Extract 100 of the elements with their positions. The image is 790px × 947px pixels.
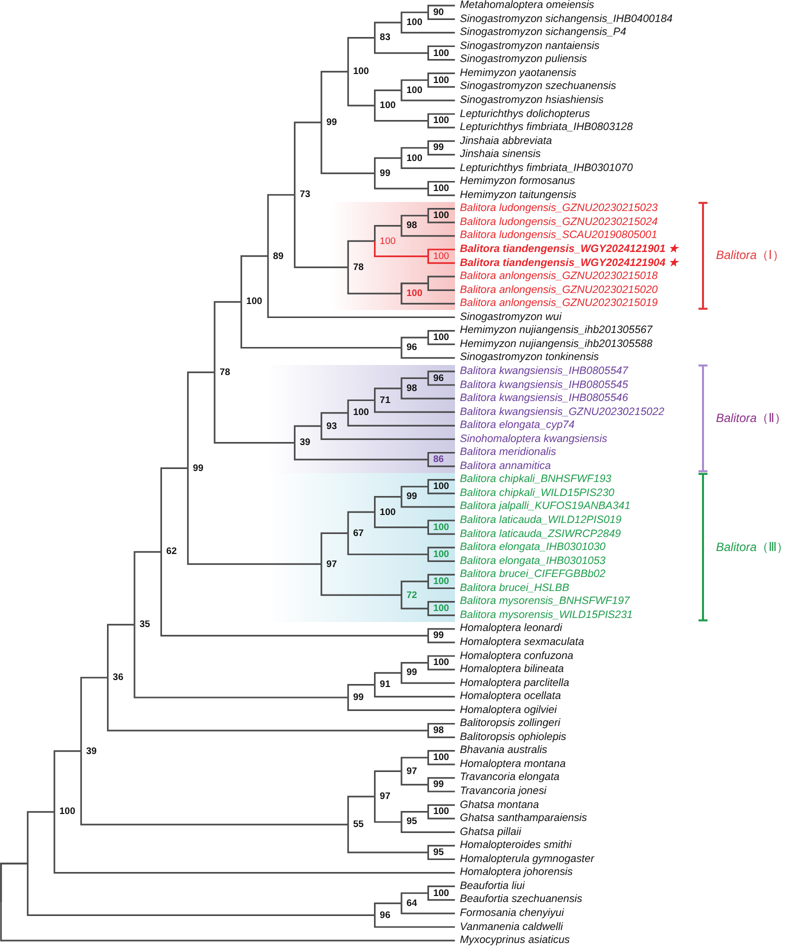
taxon-name: Balitoropsis zollingeri <box>455 717 560 730</box>
branch-line <box>400 147 428 158</box>
taxon-name: Balitora elongata_cyp74 <box>455 419 575 432</box>
support-value: 73 <box>296 189 310 200</box>
branch-line <box>347 267 402 294</box>
branch-line <box>374 915 455 928</box>
taxon-name: Balitora kwangsiensis_IHB0805547 <box>455 364 628 378</box>
support-value: 100 <box>429 806 450 818</box>
branch-line <box>214 301 242 372</box>
support-value: 100 <box>429 522 450 533</box>
taxon-name: Homalopterula gymnogaster <box>455 852 594 866</box>
branch-line <box>400 822 455 833</box>
branch-line <box>427 886 455 894</box>
support-value: 96 <box>376 910 390 921</box>
branch-line <box>374 400 455 413</box>
branch-line <box>400 662 428 673</box>
branch-line <box>400 903 455 914</box>
support-value: 35 <box>136 619 150 630</box>
taxon-name: Homaloptera bilineata <box>455 663 564 676</box>
taxon-name: Balitora anlongensis_GZNU20230215020 <box>455 284 658 297</box>
branch-line <box>400 282 455 294</box>
support-value: 99 <box>349 692 364 703</box>
branch-line <box>0 862 375 916</box>
branch-line <box>400 158 455 169</box>
branch-line <box>427 520 455 528</box>
taxon-name: Hemimyzon taitungensis <box>455 188 576 202</box>
branch-line <box>427 804 455 812</box>
support-value: 100 <box>429 752 450 764</box>
branch-line <box>320 532 348 564</box>
branch-line <box>427 628 455 636</box>
taxon-name: Sinogastromyzon nantaiensis <box>455 40 600 53</box>
support-value: 100 <box>376 100 396 112</box>
support-value: 100 <box>376 236 396 247</box>
taxon-name: Homaloptera montana <box>455 758 566 771</box>
branch-line <box>374 22 402 38</box>
branch-line <box>427 574 455 582</box>
support-value: 62 <box>162 546 177 558</box>
support-value: 96 <box>402 342 418 354</box>
taxon-name: Myxocyprinus asiaticus <box>455 934 570 947</box>
taxon-name: Balitora elongata_IHB0301030 <box>455 541 606 554</box>
branch-line <box>427 113 455 121</box>
taxon-name: Travancoria jonesi <box>455 785 546 798</box>
support-value: 100 <box>429 548 450 560</box>
branch-line <box>347 796 375 825</box>
taxon-name: Sinogastromyzon wui <box>455 310 562 324</box>
branch-line <box>240 302 402 349</box>
taxon-name: Homaloptera johorensis <box>455 866 573 880</box>
branch-line <box>160 467 188 552</box>
taxon-name: Sinohomaloptera kwangsiensis <box>455 432 608 446</box>
support-value: 99 <box>429 630 444 642</box>
taxon-name: Balitora tiandengensis_WGY2024121901 ★ <box>455 243 678 256</box>
support-value: 100 <box>349 66 369 78</box>
branch-line <box>374 241 428 258</box>
support-value: 100 <box>402 17 422 28</box>
taxon-name: Travancoria elongata <box>455 771 560 784</box>
support-value: 78 <box>349 262 364 273</box>
branch-line <box>427 460 455 468</box>
support-value: 100 <box>429 74 450 86</box>
branch-line <box>427 844 455 852</box>
taxon-name: Jinshaia abbreviata <box>455 134 552 148</box>
taxon-name: Beaufortia szechuanensis <box>455 893 582 906</box>
branch-line <box>427 730 455 738</box>
support-value: 99 <box>402 667 418 678</box>
taxon-name: Balitora mysorensis_WILD15PIS231 <box>455 608 633 622</box>
support-value: 100 <box>429 576 450 587</box>
branch-line <box>214 372 295 444</box>
branch-line <box>427 893 455 901</box>
support-value: 86 <box>429 454 444 466</box>
branch-line <box>347 72 375 106</box>
branch-line <box>347 511 375 534</box>
branch-line <box>427 601 455 609</box>
branch-line <box>427 479 455 487</box>
branch-line <box>427 256 455 264</box>
branch-line <box>427 758 455 766</box>
taxon-name: Balitora ludongensis_GZNU20230215024 <box>455 216 658 229</box>
taxon-name: Homalopteroides smithi <box>455 839 572 852</box>
taxon-name: Balitoropsis ophiolepis <box>455 730 566 744</box>
support-value: 36 <box>108 672 124 684</box>
branch-line <box>427 216 455 224</box>
branch-line <box>400 12 428 23</box>
taxon-name: Balitora laticauda_WILD12PIS019 <box>455 514 622 527</box>
taxon-name: Balitora ludongensis_GZNU20230215023 <box>455 202 658 216</box>
support-value: 95 <box>402 816 418 828</box>
branch-line <box>400 756 428 772</box>
branch-line <box>347 412 455 426</box>
branch-line <box>427 722 455 731</box>
taxon-name: Hemimyzon yaotanensis <box>455 66 576 80</box>
support-value: 96 <box>429 372 444 384</box>
branch-line <box>427 546 455 554</box>
support-value: 100 <box>429 481 450 492</box>
branch-line <box>54 812 455 874</box>
branch-line <box>374 496 402 512</box>
taxon-name: Sinogastromyzon hsiashiensis <box>455 94 604 107</box>
taxon-name: Sinogastromyzon sichangensis_P4 <box>455 26 626 40</box>
branch-line <box>400 771 428 786</box>
branch-line <box>427 777 455 785</box>
branch-line <box>134 624 348 698</box>
branch-line <box>347 533 428 556</box>
support-value: 90 <box>429 6 444 18</box>
branch-line <box>374 90 402 106</box>
